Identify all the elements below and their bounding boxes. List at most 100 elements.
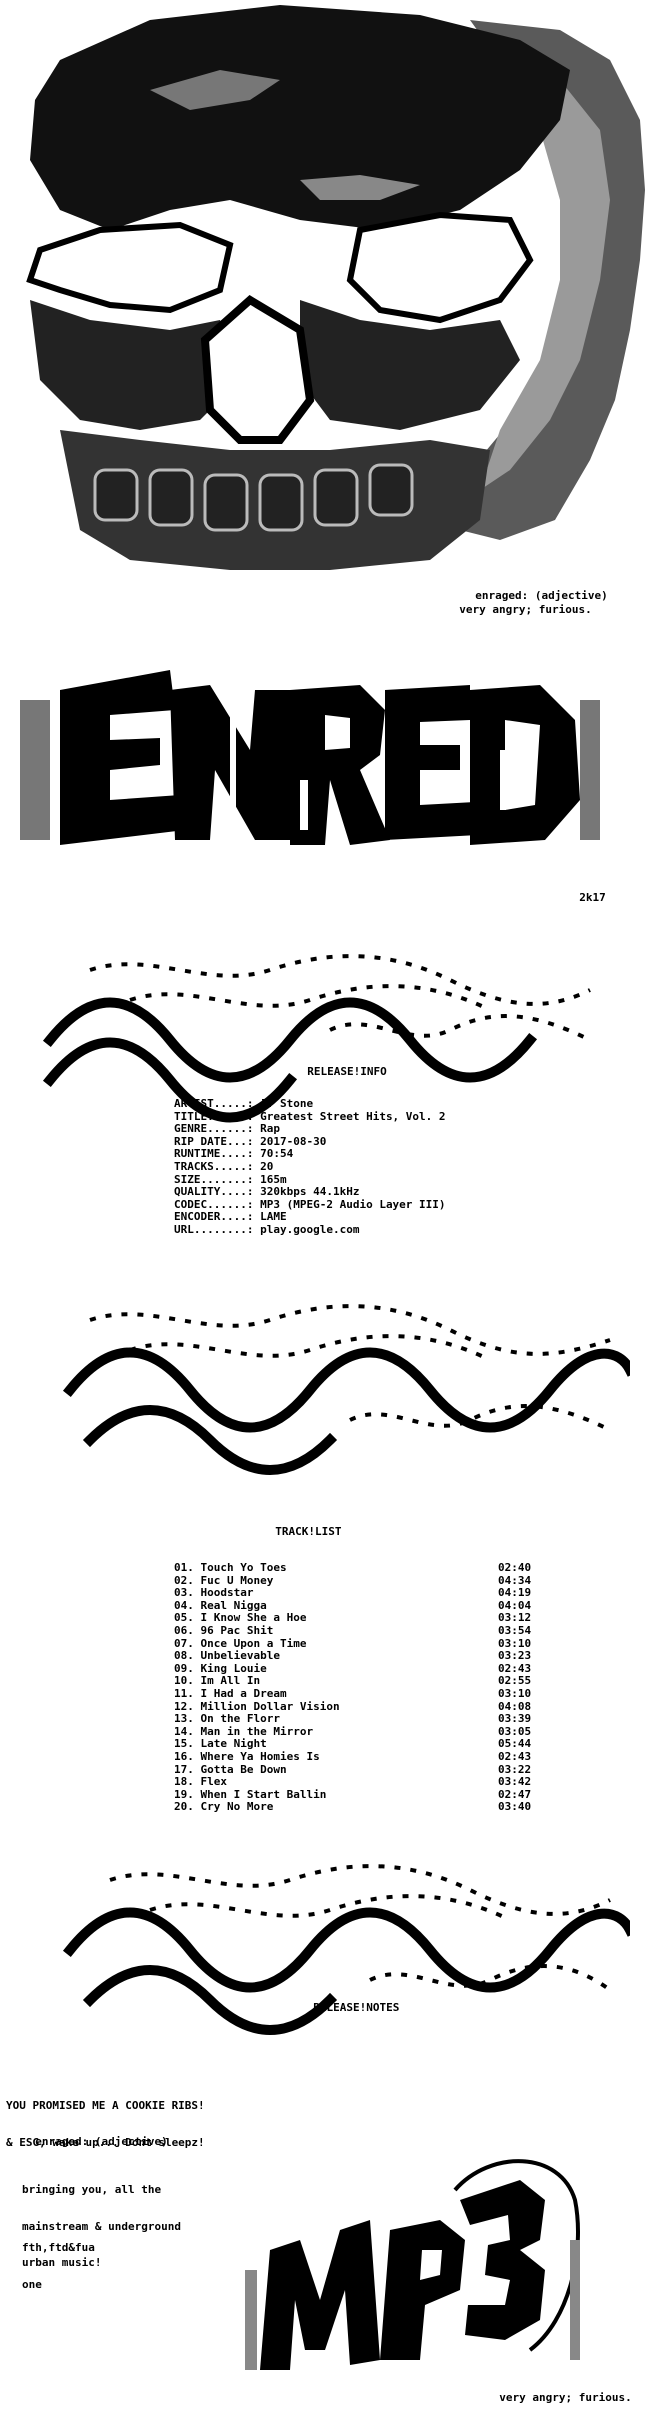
track-name: I Had a Dream bbox=[200, 1686, 287, 1700]
track-duration: 03:10 bbox=[498, 1636, 532, 1650]
track-title: 05. I Know She a Hoe bbox=[174, 1612, 306, 1625]
footer-definition: enraged: (adjective) bbox=[22, 2124, 168, 2148]
track-duration: 03:12 bbox=[498, 1611, 532, 1625]
release-info-label: RUNTIME....: bbox=[174, 1147, 254, 1161]
track-number: 11. bbox=[174, 1686, 194, 1700]
track-title: 10. Im All In bbox=[174, 1675, 260, 1688]
track-number: 12. bbox=[174, 1699, 194, 1713]
track-title: 19. When I Start Ballin bbox=[174, 1787, 327, 1802]
track-title: 12. Million Dollar Vision bbox=[174, 1699, 340, 1714]
release-info-value: 320kbps 44.1kHz bbox=[260, 1185, 360, 1199]
track-title: 07. Once Upon a Time bbox=[174, 1636, 307, 1651]
track-name: Touch Yo Toes bbox=[200, 1561, 287, 1574]
tagline-line-1: bringing you, all the bbox=[22, 2183, 162, 2196]
track-number: 19. bbox=[174, 1787, 194, 1801]
release-info-header: RELEASE!INFO bbox=[294, 1054, 386, 1078]
release-info-label: QUALITY....: bbox=[174, 1185, 254, 1199]
track-number: 13. bbox=[174, 1712, 194, 1726]
track-row: 08. Unbelievable 03:23 bbox=[174, 1649, 554, 1663]
release-info-value: 70:54 bbox=[260, 1147, 294, 1161]
track-row: 07. Once Upon a Time 03:10 bbox=[174, 1636, 554, 1651]
footer-definition-end: very angry; furious. bbox=[486, 2380, 631, 2404]
track-duration: 04:34 bbox=[498, 1573, 532, 1587]
track-number: 08. bbox=[174, 1649, 194, 1663]
release-notes-header: RELEASE!NOTES bbox=[300, 1990, 399, 2014]
release-notes-title: RELEASE!NOTES bbox=[313, 2001, 400, 2014]
track-number: 01. bbox=[174, 1561, 194, 1574]
release-notes-wave-art bbox=[62, 1864, 630, 2035]
track-number: 06. bbox=[174, 1623, 194, 1637]
release-info-row: ENCODER....: LAME bbox=[174, 1211, 446, 1224]
track-duration: 03:05 bbox=[498, 1724, 532, 1738]
track-duration: 03:23 bbox=[498, 1649, 532, 1663]
track-title: 16. Where Ya Homies Is bbox=[174, 1750, 320, 1764]
release-info-row: TRACKS.....: 20 bbox=[174, 1160, 446, 1174]
track-row: 01. Touch Yo Toes 02:40 bbox=[174, 1561, 554, 1575]
header-definition-2: very angry; furious. bbox=[446, 592, 592, 616]
release-info-value: J. Stone bbox=[260, 1097, 314, 1110]
track-duration: 02:43 bbox=[498, 1749, 532, 1763]
track-title: 09. King Louie bbox=[174, 1661, 267, 1676]
logo-year: 2k17 bbox=[566, 880, 606, 904]
definition-line-2: very angry; furious. bbox=[459, 603, 592, 616]
header-definition: enraged: (adjective) bbox=[462, 578, 607, 602]
track-number: 14. bbox=[174, 1724, 194, 1738]
release-info-wave-art bbox=[42, 954, 591, 1123]
track-title: 15. Late Night bbox=[174, 1738, 267, 1751]
track-title: 02. Fuc U Money bbox=[174, 1574, 273, 1588]
track-duration: 02:40 bbox=[498, 1561, 532, 1574]
track-name: When I Start Ballin bbox=[200, 1787, 327, 1801]
va-text: va bbox=[369, 713, 383, 726]
track-title: 20. Cry No More bbox=[174, 1800, 273, 1814]
track-name: Late Night bbox=[200, 1737, 267, 1751]
track-row: 20. Cry No More 03:40 bbox=[174, 1800, 554, 1814]
track-number: 20. bbox=[174, 1800, 194, 1814]
release-info-value: Greatest Street Hits, Vol. 2 bbox=[260, 1109, 446, 1123]
track-list-wave-art bbox=[62, 1304, 630, 1475]
track-row: 03. Hoodstar 04:19 bbox=[174, 1586, 554, 1600]
track-name: Million Dollar Vision bbox=[200, 1699, 340, 1713]
track-title: 18. Flex bbox=[174, 1775, 228, 1789]
track-title: 11. I Had a Dream bbox=[174, 1686, 287, 1701]
footer-tagline: bringing you, all the mainstream & under… bbox=[22, 2160, 181, 2282]
track-number: 15. bbox=[174, 1737, 194, 1751]
track-title: 03. Hoodstar bbox=[174, 1586, 254, 1600]
track-list-title: TRACK!LIST bbox=[275, 1525, 342, 1538]
track-title: 17. Gotta Be Down bbox=[174, 1762, 287, 1777]
release-info-value: 2017-08-30 bbox=[260, 1134, 327, 1148]
track-number: 03. bbox=[174, 1586, 194, 1600]
release-info-value: LAME bbox=[260, 1210, 287, 1224]
footer-definition-text: enraged: (adjective) bbox=[35, 2135, 168, 2148]
logo-va-tag: va bbox=[356, 702, 383, 726]
tagline-line-2: mainstream & underground bbox=[22, 2219, 181, 2233]
track-row: 05. I Know She a Hoe 03:12 bbox=[174, 1612, 554, 1625]
track-duration: 04:19 bbox=[498, 1586, 532, 1600]
track-number: 09. bbox=[174, 1661, 194, 1675]
track-name: Once Upon a Time bbox=[200, 1636, 307, 1650]
track-number: 17. bbox=[174, 1762, 194, 1776]
track-list: 01. Touch Yo Toes 02:40 02. Fuc U Money 04:… bbox=[174, 1561, 554, 1814]
release-info-label: SIZE.......: bbox=[174, 1172, 254, 1186]
release-info-value: Rap bbox=[260, 1122, 280, 1136]
tagline-line-3: urban music! bbox=[22, 2256, 102, 2270]
footer-groups: fth,ftd&fua one bbox=[22, 2218, 95, 2303]
track-row: 02. Fuc U Money 04:34 bbox=[174, 1573, 554, 1588]
note-line-1: YOU PROMISED ME A COOKIE RIBS! bbox=[6, 2099, 205, 2112]
track-list-header: TRACK!LIST bbox=[262, 1514, 341, 1538]
track-name: Flex bbox=[200, 1775, 228, 1789]
track-name: Unbelievable bbox=[200, 1649, 280, 1663]
track-title: 04. Real Nigga bbox=[174, 1599, 267, 1613]
track-name: 96 Pac Shit bbox=[200, 1623, 274, 1637]
track-duration: 02:43 bbox=[498, 1661, 532, 1675]
track-name: Hoodstar bbox=[200, 1586, 254, 1600]
track-duration: 03:40 bbox=[498, 1800, 532, 1814]
release-info-row: URL........: play.google.com bbox=[174, 1223, 446, 1237]
